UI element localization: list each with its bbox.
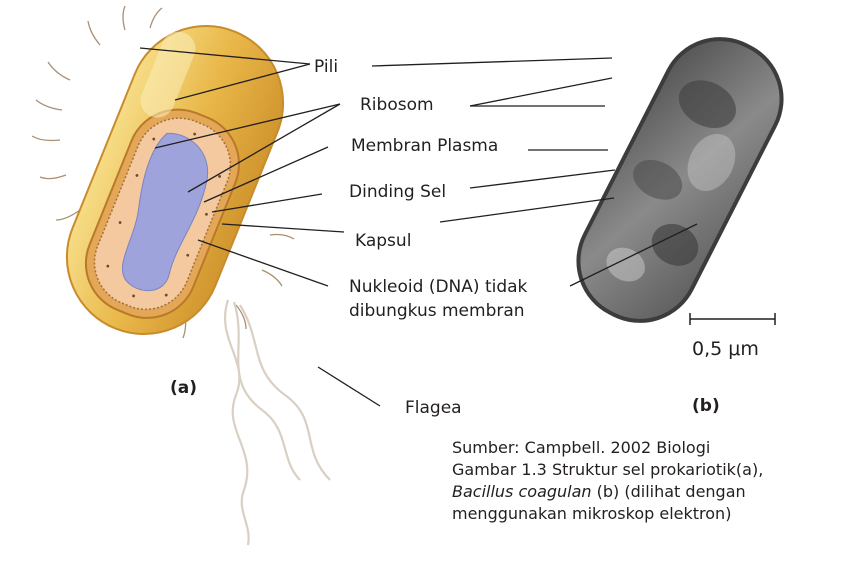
caption-line-3-rest: (b) (dilihat dengan bbox=[591, 482, 746, 501]
scale-bar-label: 0,5 μm bbox=[692, 338, 759, 360]
leader-lines bbox=[139, 47, 698, 407]
label-dinding-sel: Dinding Sel bbox=[349, 182, 447, 202]
label-kapsul: Kapsul bbox=[355, 231, 412, 251]
panel-label-a: (a) bbox=[170, 378, 198, 398]
label-membran-plasma: Membran Plasma bbox=[351, 136, 499, 156]
label-nukleoid-line2: dibungkus membran bbox=[349, 301, 525, 321]
caption-species: Bacillus coagulan bbox=[452, 482, 592, 501]
scale-bar bbox=[689, 313, 776, 325]
caption-line-3: Bacillus coagulan (b) (dilihat dengan bbox=[452, 481, 763, 503]
micrograph-image bbox=[576, 37, 784, 323]
label-pili: Pili bbox=[314, 57, 339, 77]
label-nukleoid-line1: Nukleoid (DNA) tidak bbox=[349, 277, 528, 297]
figure-caption: Sumber: Campbell. 2002 Biologi Gambar 1.… bbox=[452, 437, 763, 525]
flagella bbox=[223, 299, 331, 546]
nucleoid-shape bbox=[121, 133, 209, 292]
label-ribosom: Ribosom bbox=[360, 95, 434, 115]
caption-line-4: menggunakan mikroskop elektron) bbox=[452, 504, 732, 523]
panel-label-b: (b) bbox=[692, 396, 720, 416]
caption-line-2: Gambar 1.3 Struktur sel prokariotik(a), bbox=[452, 460, 764, 479]
caption-line-1: Sumber: Campbell. 2002 Biologi bbox=[452, 438, 711, 457]
ribosome-dots bbox=[106, 132, 221, 298]
bacterium-illustration bbox=[31, 5, 331, 546]
label-flagea: Flagea bbox=[405, 398, 462, 418]
